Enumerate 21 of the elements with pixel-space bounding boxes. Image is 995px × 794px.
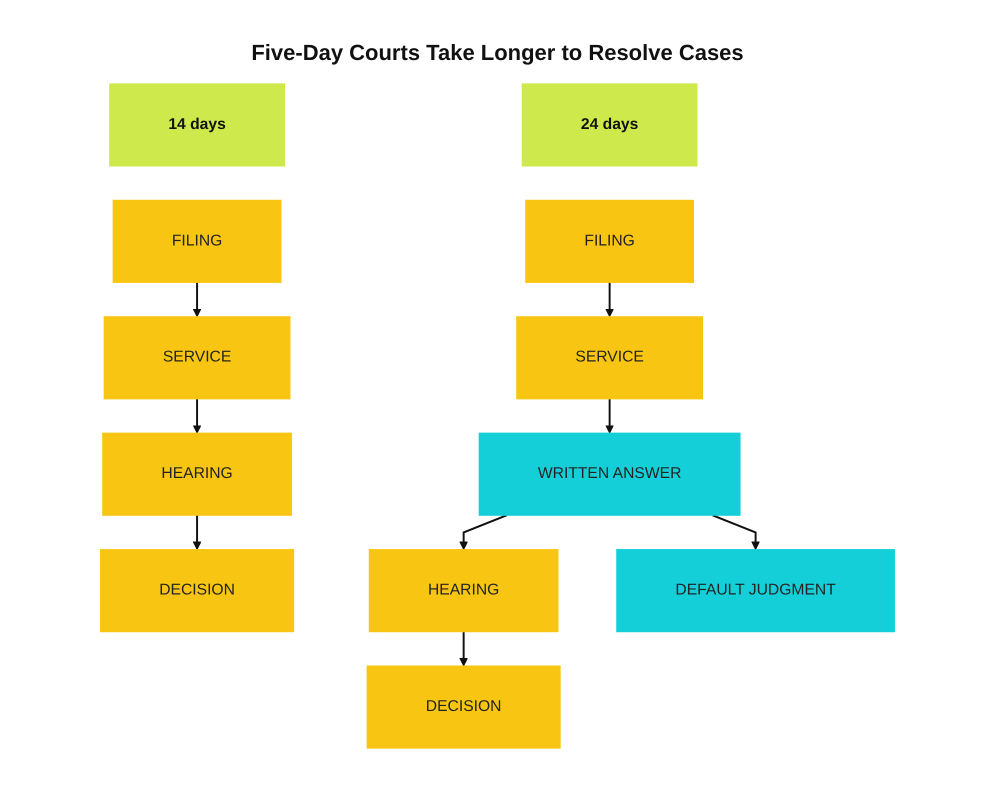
node-box: HEARING: [368, 549, 558, 632]
arrow: [605, 398, 614, 434]
arrow: [459, 632, 468, 666]
node-box: WRITTEN ANSWER: [478, 432, 741, 516]
node-box: SERVICE: [104, 316, 290, 400]
diagram-title: Five-Day Courts Take Longer to Resolve Cases: [250, 40, 745, 66]
arrow: [459, 514, 507, 550]
node-box: DECISION: [366, 666, 561, 749]
arrow: [605, 282, 614, 318]
arrow: [192, 282, 202, 318]
arrow: [192, 398, 202, 434]
node-box: 24 days: [522, 83, 698, 166]
node-box: FILING: [525, 200, 694, 283]
node-box: DECISION: [100, 549, 294, 632]
arrow: [712, 514, 760, 550]
node-box: SERVICE: [516, 316, 704, 400]
node-box: 14 days: [109, 83, 285, 166]
node-box: DEFAULT JUDGMENT: [616, 549, 895, 632]
node-box: HEARING: [102, 432, 292, 516]
node-box: FILING: [112, 200, 282, 283]
arrow: [192, 515, 202, 550]
